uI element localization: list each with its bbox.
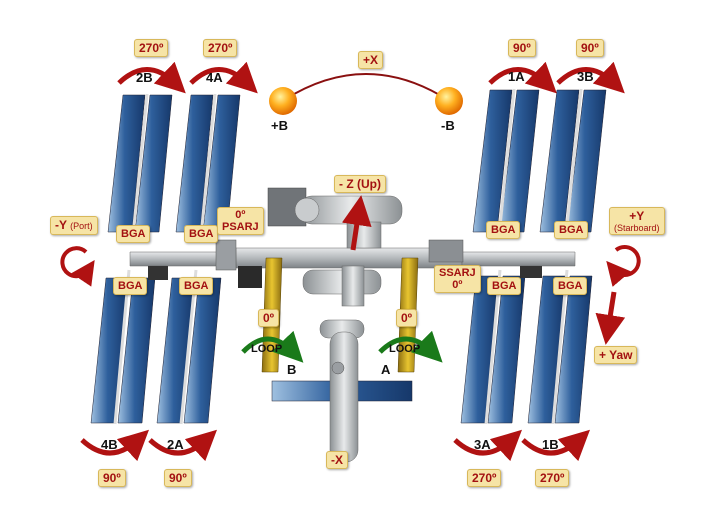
angle-2b: 270º — [134, 39, 169, 57]
bga-3a: BGA — [487, 277, 522, 295]
bga-4a: BGA — [184, 225, 219, 243]
solar-wing-2b — [107, 93, 173, 237]
bga-2b: BGA — [116, 225, 151, 243]
bga-1b: BGA — [553, 277, 588, 295]
array-3b-name: 3B — [577, 69, 594, 84]
rotation-arrow-2a — [148, 429, 217, 462]
solar-wing-4b — [90, 269, 156, 425]
loop-right-angle: 0º — [396, 309, 418, 327]
rotation-arrow-3a — [453, 429, 522, 462]
bga-4b: BGA — [113, 277, 148, 295]
rotation-arrow-4b — [80, 429, 149, 462]
array-2a-name: 2A — [167, 437, 184, 452]
angle-4a: 270º — [203, 39, 238, 57]
array-2b-name: 2B — [136, 70, 153, 85]
angle-4b: 90º — [98, 469, 126, 487]
starboard-label: +Y(Starboard) — [609, 207, 665, 235]
bga-1a: BGA — [486, 221, 521, 239]
loop-arrow-left — [241, 330, 304, 363]
angle-3a: 270º — [467, 469, 502, 487]
yaw-arrow — [595, 291, 626, 345]
solar-wing-1a — [472, 88, 540, 237]
sun-right-icon — [435, 87, 463, 115]
array-1b-name: 1B — [542, 437, 559, 452]
minus-b-label: -B — [441, 118, 455, 133]
array-3a-name: 3A — [474, 437, 491, 452]
bga-2a: BGA — [179, 277, 214, 295]
loop-arrow-right — [378, 330, 443, 363]
solar-wing-1b — [527, 269, 593, 425]
angle-3b: 90º — [576, 39, 604, 57]
yaw-label: + Yaw — [594, 346, 638, 364]
rotation-arrow-1a — [488, 61, 557, 94]
port-label: -Y (Port) — [50, 216, 98, 235]
minus-x-label: -X — [326, 451, 348, 469]
array-1a-name: 1A — [508, 69, 525, 84]
rotation-arrow-1b — [521, 429, 590, 462]
angle-2a: 90º — [164, 469, 192, 487]
sun-left-icon — [269, 87, 297, 115]
sun-path-arc — [283, 73, 449, 101]
angle-1a: 90º — [508, 39, 536, 57]
loop-right-letter: A — [381, 362, 391, 377]
pressurized-modules — [267, 187, 403, 463]
solar-wing-4a — [175, 93, 241, 237]
starboard-rotation-arrow — [606, 244, 641, 287]
loop-left-text: LOOP — [251, 343, 283, 355]
z-up-arrow — [341, 195, 372, 251]
plus-b-label: +B — [271, 118, 288, 133]
loop-left-letter: B — [287, 362, 297, 377]
loop-right-text: LOOP — [389, 343, 421, 355]
rotation-arrow-3b — [556, 61, 625, 94]
angle-1b: 270º — [535, 469, 570, 487]
bga-3b: BGA — [554, 221, 589, 239]
array-4a-name: 4A — [206, 70, 223, 85]
array-4b-name: 4B — [101, 437, 118, 452]
port-rotation-arrow — [60, 246, 95, 287]
solar-wing-3b — [539, 88, 607, 237]
main-truss — [129, 239, 576, 288]
plus-x-label: +X — [358, 51, 384, 69]
rotation-arrow-4a — [189, 61, 258, 94]
rotation-arrow-2b — [117, 61, 186, 94]
z-up-label: - Z (Up) — [334, 175, 386, 193]
solar-wing-3a — [460, 269, 526, 425]
loop-left-angle: 0º — [258, 309, 280, 327]
